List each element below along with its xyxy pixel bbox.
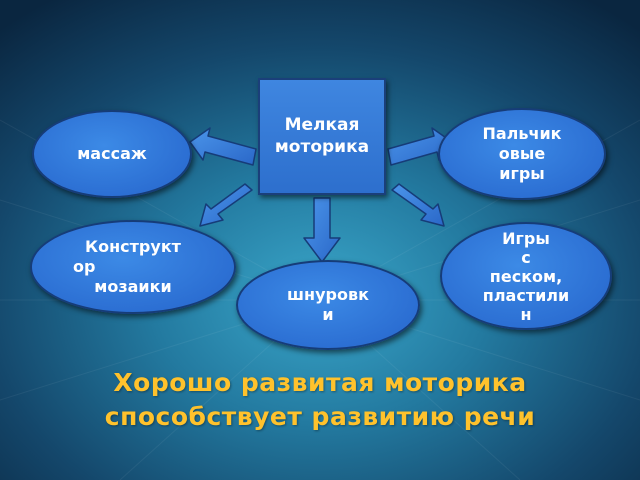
node-massage-label: массаж (77, 144, 147, 163)
node-finger-games-line2: овые (498, 144, 546, 163)
node-finger-games: Пальчик овые игры (438, 108, 606, 200)
center-node-line1: Мелкая (284, 115, 360, 135)
node-lacing-line2: и (322, 305, 334, 324)
center-node-fine-motor-skills: Мелкая моторика (258, 78, 386, 195)
node-lacing: шнуровк и (236, 260, 420, 350)
node-sand-games-line1: Игры (502, 228, 550, 248)
node-sand-games-line3: песком, (489, 266, 563, 286)
node-constructor-line2: ор (73, 257, 96, 276)
arrow-to-massage (189, 127, 257, 166)
arrow-to-sand-games (391, 183, 445, 227)
node-sand-plasticine-games: Игры с песком, пластили н (440, 222, 612, 330)
footer-line1: Хорошо развитая моторика (113, 368, 527, 397)
node-constructor-mosaic: Конструкт ор мозаики (30, 220, 236, 314)
node-massage: массаж (32, 110, 192, 198)
node-finger-games-line1: Пальчик (482, 124, 562, 143)
node-sand-games-line4: пластили (482, 285, 570, 305)
node-finger-games-line3: игры (499, 164, 545, 183)
node-constructor-line3: мозаики (94, 277, 172, 296)
node-constructor-line1: Конструкт (85, 237, 181, 256)
footer-line2: способствует развитию речи (104, 402, 536, 431)
node-lacing-line1: шнуровк (287, 285, 369, 304)
footer-statement: Хорошо развитая моторика способствует ра… (0, 366, 640, 434)
arrow-to-constructor (199, 183, 253, 227)
node-sand-games-line5: н (520, 304, 532, 324)
arrow-to-lacing (303, 197, 341, 263)
node-sand-games-line2: с (521, 247, 531, 267)
center-node-line2: моторика (274, 137, 370, 157)
